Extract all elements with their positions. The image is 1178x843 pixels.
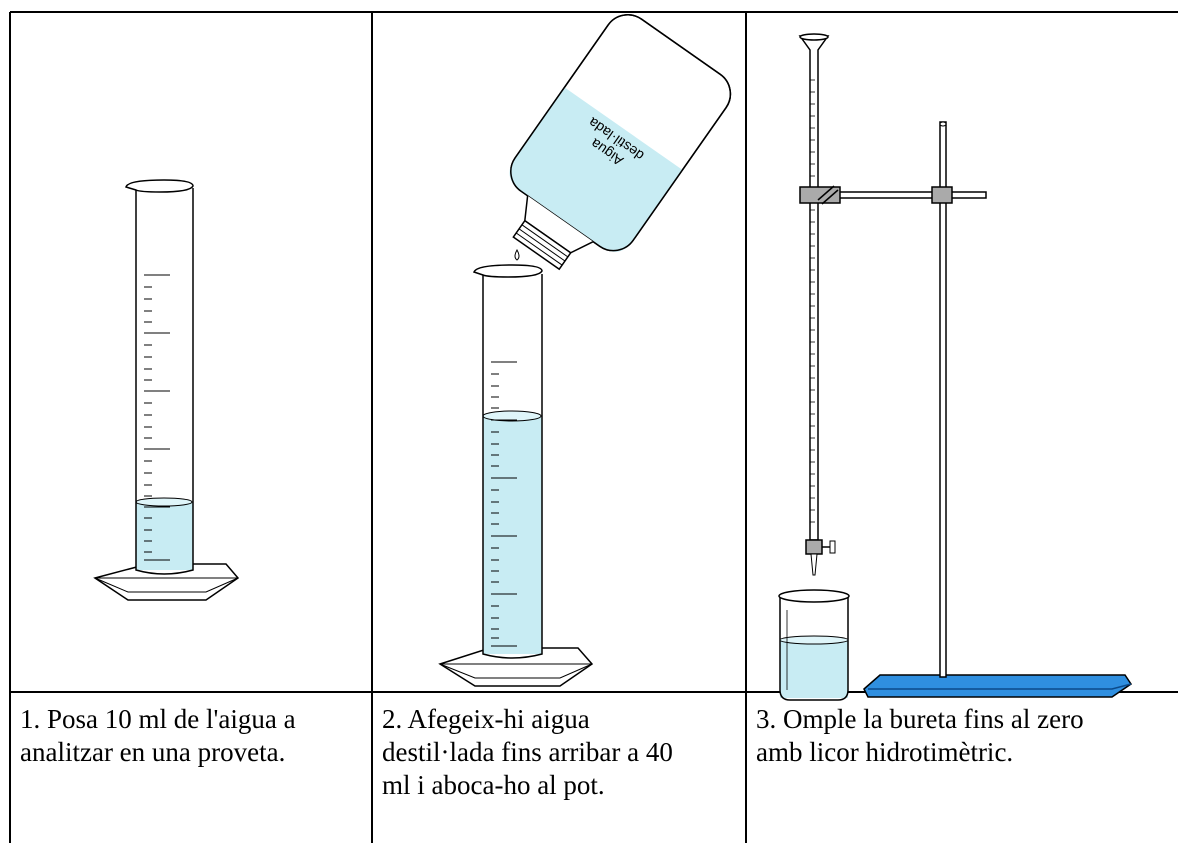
graduated-cylinder-2 [438, 264, 594, 687]
clamp-arm [829, 186, 987, 204]
beaker [778, 589, 850, 701]
caption-2-line-1: 2. Afegeix-hi aigua [382, 704, 590, 734]
water-drop [514, 248, 520, 261]
caption-2-line-2: destil·lada fins arribar a 40 [382, 737, 673, 767]
burette [798, 33, 841, 576]
support-rod [939, 121, 947, 678]
step-2-caption: 2. Afegeix-hi aigua destil·lada fins arr… [382, 703, 737, 802]
caption-3-line-2: amb licor hidrotimètric. [756, 737, 1014, 767]
distilled-water-bottle: Aigua destil·lada [509, 14, 732, 271]
step-1-caption: 1. Posa 10 ml de l'aigua a analitzar en … [20, 703, 365, 769]
step-3-caption: 3. Omple la bureta fins al zero amb lico… [756, 703, 1178, 769]
graduated-cylinder-1 [93, 179, 240, 601]
caption-2-line-3: ml i aboca-ho al pot. [382, 770, 605, 800]
caption-1-line-2: analitzar en una proveta. [20, 737, 286, 767]
caption-3-line-1: 3. Omple la bureta fins al zero [756, 704, 1084, 734]
stand-base [863, 674, 1133, 698]
caption-1-line-1: 1. Posa 10 ml de l'aigua a [20, 704, 296, 734]
